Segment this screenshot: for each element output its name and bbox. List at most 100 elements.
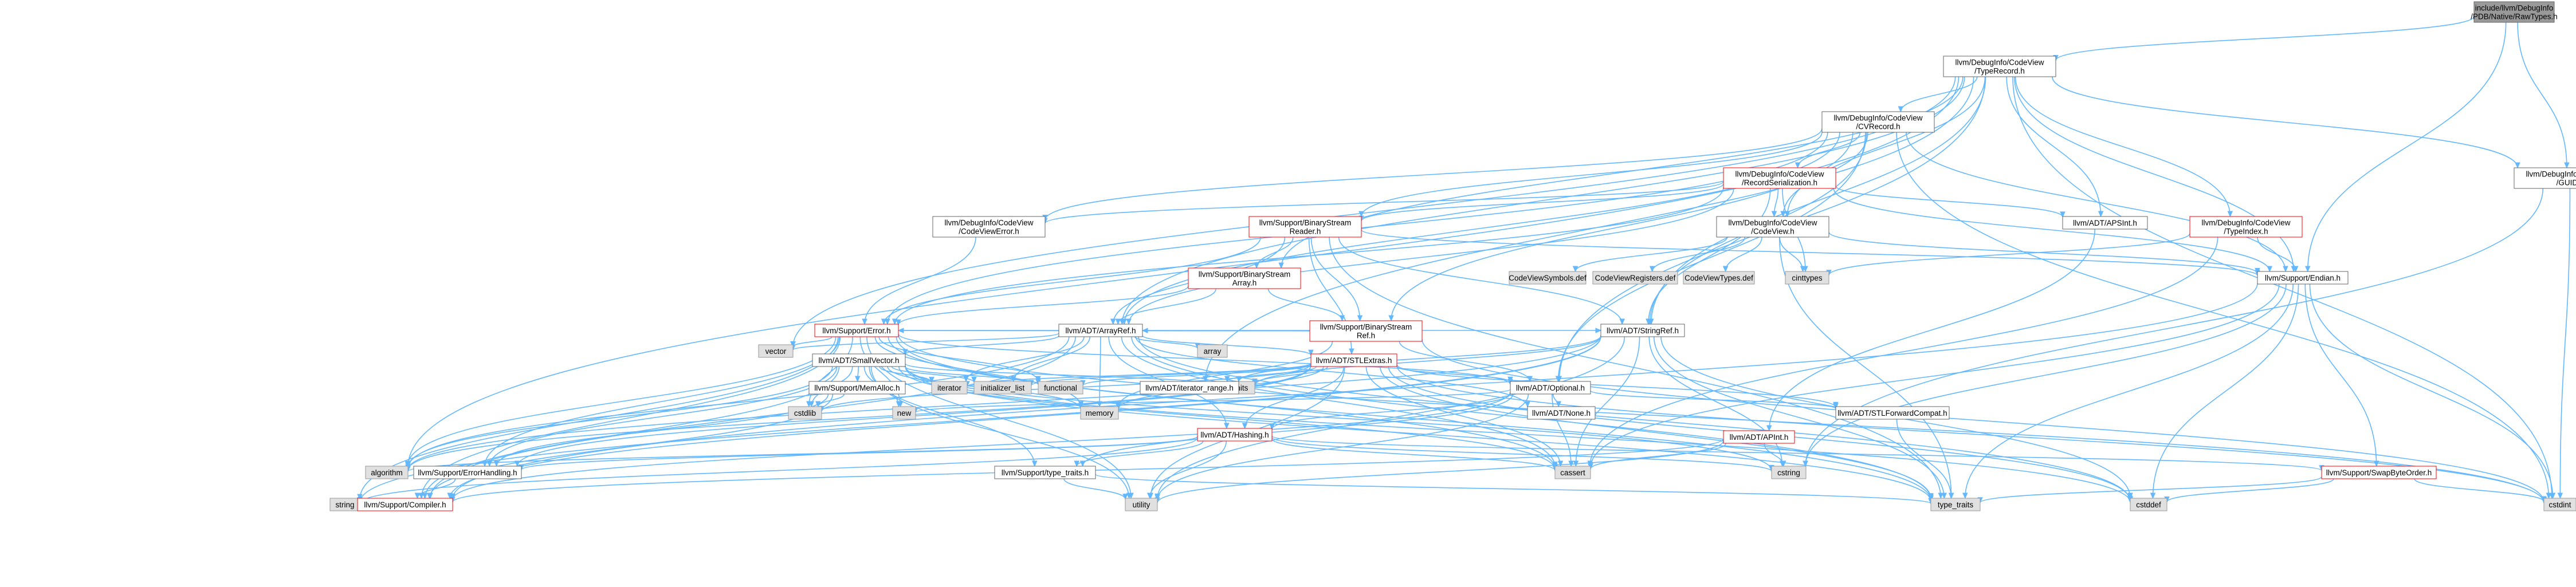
node-box [1058, 324, 1143, 337]
node-label: llvm/Support/ErrorHandling.h [418, 468, 517, 477]
node-box [2321, 466, 2437, 479]
node-box [2473, 1, 2555, 23]
node-label: llvm/ADT/ArrayRef.h [1065, 326, 1136, 335]
node-iterator_range[interactable]: llvm/ADT/iterator_range.h [1140, 381, 1239, 395]
node-swapbyteorder[interactable]: llvm/Support/SwapByteOrder.h [2321, 466, 2437, 479]
node-utility[interactable]: utility [1125, 498, 1158, 511]
node-typeindex[interactable]: llvm/DebugInfo/CodeView/TypeIndex.h [2189, 216, 2303, 238]
edge-apsint-to-apint [1766, 229, 2096, 432]
node-array[interactable]: array [1197, 344, 1228, 358]
node-optional[interactable]: llvm/ADT/Optional.h [1510, 381, 1591, 395]
node-functional[interactable]: functional [1038, 381, 1083, 395]
node-label: llvm/DebugInfo/CodeView/GUID.h [2526, 170, 2576, 187]
node-label: llvm/DebugInfo/CodeView/CodeView.h [1728, 219, 1817, 236]
node-label: algorithm [371, 468, 403, 477]
edge-apint-to-cstring [1764, 443, 1786, 467]
node-root[interactable]: include/llvm/DebugInfo/PDB/Native/RawTyp… [2471, 1, 2558, 23]
node-cvtypes[interactable]: CodeViewTypes.def [1683, 271, 1755, 285]
node-label: llvm/DebugInfo/CodeView/TypeIndex.h [2201, 219, 2290, 236]
node-cvrecord[interactable]: llvm/DebugInfo/CodeView/CVRecord.h [1821, 111, 1935, 133]
edge-stlextras-to-hashing [1242, 366, 1345, 430]
node-box [812, 353, 906, 367]
node-memory[interactable]: memory [1080, 406, 1119, 420]
node-guid[interactable]: llvm/DebugInfo/CodeView/GUID.h [2514, 167, 2576, 189]
node-memalloc[interactable]: llvm/Support/MemAlloc.h [808, 381, 906, 395]
edge-typeindex-to-endian [2257, 237, 2299, 273]
node-box [1592, 271, 1678, 285]
node-errorhandling[interactable]: llvm/Support/ErrorHandling.h [413, 466, 522, 479]
node-cvregisters[interactable]: CodeViewRegisters.def [1592, 271, 1678, 285]
node-compiler[interactable]: llvm/Support/Compiler.h [357, 498, 453, 511]
node-box [1197, 344, 1228, 358]
edge-optional-to-stlforward [1590, 390, 1839, 409]
node-endian[interactable]: llvm/Support/Endian.h [2257, 271, 2349, 285]
node-arrayref[interactable]: llvm/ADT/ArrayRef.h [1058, 324, 1143, 337]
node-apint[interactable]: llvm/ADT/APInt.h [1723, 430, 1795, 444]
node-label: llvm/Support/Compiler.h [364, 501, 446, 509]
edge-guid-to-cstring [1803, 188, 2544, 467]
node-error[interactable]: llvm/Support/Error.h [814, 324, 899, 337]
edge-cvrecord-to-bsreader [1358, 132, 1823, 218]
edge-codeview-to-cinttypes [1779, 237, 1806, 273]
node-codeviewerror[interactable]: llvm/DebugInfo/CodeView/CodeViewError.h [932, 216, 1046, 238]
node-box [1509, 271, 1587, 285]
edge-typetraits-to-utility [1063, 478, 1128, 500]
node-box [1683, 271, 1755, 285]
node-box [1835, 406, 1950, 420]
node-algorithm[interactable]: algorithm [365, 466, 409, 479]
node-type_traits[interactable]: type_traits [1930, 498, 1981, 511]
edge-error-to-new [859, 336, 904, 408]
edge-optional-to-hashing [1269, 393, 1511, 430]
edges-layer [357, 16, 2571, 505]
node-none[interactable]: llvm/ADT/None.h [1527, 406, 1596, 420]
node-apsint[interactable]: llvm/ADT/APSInt.h [2062, 216, 2148, 230]
node-cassert[interactable]: cassert [1554, 466, 1591, 479]
edge-cvrecord-to-cstdint [1896, 132, 2552, 499]
node-cstdint[interactable]: cstdint [2543, 498, 2576, 511]
edge-bsarray-to-bsref [1267, 288, 1345, 322]
node-cstring[interactable]: cstring [1771, 466, 1807, 479]
node-string[interactable]: string [329, 498, 360, 511]
node-label: llvm/ADT/STLForwardCompat.h [1837, 409, 1947, 417]
edge-endian-to-cstring [1803, 283, 2287, 467]
node-stringref[interactable]: llvm/ADT/StringRef.h [1600, 324, 1685, 337]
node-label: llvm/Support/Error.h [822, 326, 890, 335]
node-cinttypes[interactable]: cinttypes [1785, 271, 1829, 285]
edge-codeviewerror-to-error [862, 237, 976, 325]
node-codeview[interactable]: llvm/DebugInfo/CodeView/CodeView.h [1716, 216, 1829, 238]
edge-typerecord-to-vector [790, 76, 1956, 348]
node-new[interactable]: new [892, 406, 916, 420]
node-stlextras[interactable]: llvm/ADT/STLExtras.h [1310, 353, 1397, 367]
node-label: llvm/ADT/StringRef.h [1607, 326, 1679, 335]
node-vector[interactable]: vector [758, 344, 794, 358]
node-typerecord[interactable]: llvm/DebugInfo/CodeView/TypeRecord.h [1943, 56, 2056, 77]
node-box [2514, 167, 2576, 189]
node-iterator[interactable]: iterator [931, 381, 968, 395]
node-box [1510, 381, 1591, 395]
edge-root-to-guid [2517, 22, 2570, 169]
node-box [1197, 428, 1273, 442]
node-box [994, 466, 1096, 479]
node-box [2257, 271, 2349, 285]
node-initializer_list[interactable]: initializer_list [973, 381, 1032, 395]
node-recordserialization[interactable]: llvm/DebugInfo/CodeView/RecordSerializat… [1723, 167, 1836, 189]
edge-hashing-to-typetraits [1074, 440, 1204, 467]
node-cstdlib[interactable]: cstdlib [788, 406, 822, 420]
node-box [2062, 216, 2148, 230]
edge-bsreader-to-bsarray [1254, 237, 1294, 269]
node-hashing[interactable]: llvm/ADT/Hashing.h [1197, 428, 1273, 442]
node-box [357, 498, 453, 511]
edge-codeview-to-cvregisters [1649, 237, 1746, 273]
node-cvsymbols[interactable]: CodeViewSymbols.def [1509, 271, 1587, 285]
node-label: llvm/DebugInfo/CodeView/CVRecord.h [1833, 114, 1922, 131]
node-smallvector[interactable]: llvm/ADT/SmallVector.h [812, 353, 906, 367]
node-label: cinttypes [1792, 274, 1823, 282]
edge-typeindex-to-cassert [1587, 237, 2218, 467]
edge-recordserialization-to-arrayref [1126, 188, 1734, 325]
node-typetraits[interactable]: llvm/Support/type_traits.h [994, 466, 1096, 479]
node-cstddef[interactable]: cstddef [2130, 498, 2167, 511]
node-stlforward[interactable]: llvm/ADT/STLForwardCompat.h [1835, 406, 1950, 420]
